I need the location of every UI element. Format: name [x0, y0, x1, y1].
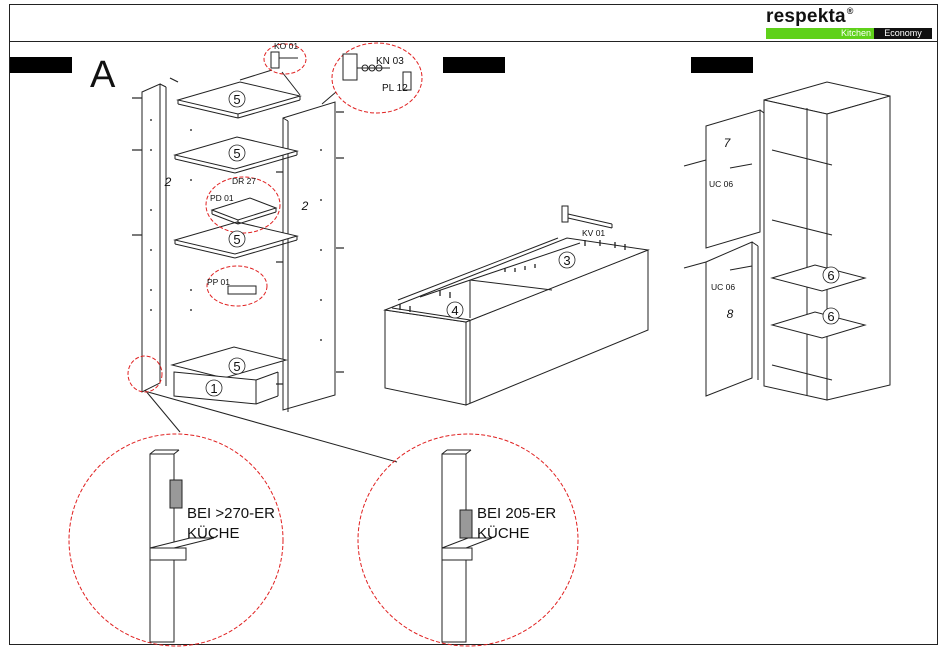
base-cabinet	[385, 206, 648, 405]
num-door-bottom: 8	[727, 307, 734, 321]
label-kn: KN 03	[376, 56, 404, 67]
callout-left-line2: KÜCHE	[187, 524, 240, 542]
detail-left-panel	[150, 450, 214, 642]
label-pl: PL 12	[382, 83, 408, 94]
detail-leader-right	[148, 392, 397, 462]
num-base-panel: 1	[210, 381, 217, 396]
callout-right-line2: KÜCHE	[477, 524, 530, 542]
label-pd: PD 01	[210, 193, 234, 203]
label-kv: KV 01	[582, 228, 605, 238]
num-shelf-4: 5	[233, 359, 240, 374]
num-shelf-6b: 6	[827, 309, 834, 324]
label-uc-top: UC 06	[709, 179, 733, 189]
num-shelf-3: 5	[233, 232, 240, 247]
num-part-3: 3	[563, 253, 570, 268]
num-side-left: 2	[164, 175, 172, 189]
num-shelf-1: 5	[233, 92, 240, 107]
detail-circle-left	[69, 434, 283, 646]
detail-right-panel	[442, 450, 492, 642]
label-uc-bottom: UC 06	[711, 282, 735, 292]
callout-left-line1: BEI >270-ER	[187, 505, 275, 522]
num-shelf-2: 5	[233, 146, 240, 161]
label-pp: PP 01	[207, 277, 230, 287]
callout-right-line1: BEI 205-ER	[477, 505, 556, 522]
num-shelf-6a: 6	[827, 268, 834, 283]
label-ko: KO 01	[274, 41, 298, 51]
door-cabinet	[684, 82, 890, 400]
num-part-4: 4	[451, 303, 458, 318]
num-side-right: 2	[301, 199, 309, 213]
label-dr: DR 27	[232, 176, 256, 186]
